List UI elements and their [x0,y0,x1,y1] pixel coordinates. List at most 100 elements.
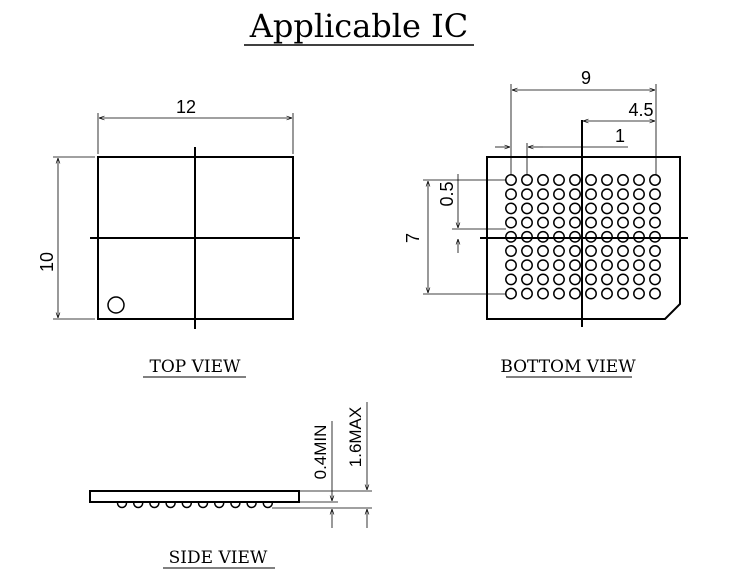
pin1-marker [107,296,125,314]
solder-ball [569,259,581,272]
solder-ball [569,230,581,243]
side-solder-ball [197,502,209,509]
solder-ball [617,188,629,201]
solder-ball [521,230,533,243]
dim-label-1: 1 [615,126,625,146]
solder-ball [617,216,629,229]
side-solder-ball [246,502,257,509]
solder-ball [585,259,597,272]
side-solder-ball [262,502,274,509]
solder-ball [649,287,661,300]
solder-ball [537,230,549,243]
solder-ball [537,202,549,215]
solder-ball [585,273,597,286]
solder-ball [585,216,597,229]
solder-ball [553,216,565,229]
side-view-body [89,490,300,503]
top-view-caption: TOP VIEW [150,357,242,377]
solder-ball [649,273,661,286]
solder-ball [617,287,629,300]
solder-ball [649,230,661,243]
solder-ball [537,188,549,201]
side-solder-ball [149,502,160,509]
bottom-view-body [486,156,681,320]
solder-ball [633,174,645,186]
solder-ball [569,174,581,186]
side-view-caption: SIDE VIEW [169,548,268,568]
solder-ball [601,202,613,215]
solder-ball [521,216,533,229]
solder-ball [633,287,645,300]
solder-ball [553,259,565,272]
solder-ball [617,202,629,215]
side-solder-ball [116,502,128,509]
solder-ball [553,174,565,186]
solder-ball [633,202,645,215]
solder-ball [585,188,597,201]
solder-ball [633,259,645,272]
solder-ball [585,287,597,300]
solder-ball [537,287,549,300]
solder-ball [521,174,533,186]
solder-ball [601,174,613,186]
top-view: 12 10 TOP VIEW [37,97,300,378]
solder-ball [617,273,629,286]
solder-ball [505,273,517,286]
solder-ball [505,202,517,215]
side-view: 0.4MIN 1.6MAX SIDE VIEW [89,402,372,569]
solder-ball [633,230,645,243]
solder-ball [649,216,661,229]
solder-ball [569,287,581,300]
solder-ball [601,188,613,201]
solder-ball [617,245,629,257]
bottom-view: 9 4.5 1 7 0.5 BOTTOM VIEW [403,68,688,378]
solder-ball [553,245,565,257]
solder-ball [537,174,549,186]
solder-ball [553,188,565,201]
side-ball-row [116,502,274,509]
solder-ball [601,230,613,243]
solder-ball [633,273,645,286]
solder-ball [505,216,517,229]
solder-ball [553,273,565,286]
dim-label-9: 9 [581,68,591,88]
solder-ball [537,216,549,229]
solder-ball [617,230,629,243]
solder-ball [521,245,533,257]
dim-label-0-5: 0.5 [437,181,457,206]
solder-ball [537,273,549,286]
solder-ball [537,245,549,257]
solder-ball [505,188,517,201]
solder-ball [537,259,549,272]
solder-ball [505,174,517,186]
dim-label-10: 10 [37,252,57,272]
solder-ball [521,259,533,272]
solder-ball [585,245,597,257]
side-solder-ball [213,502,225,509]
solder-ball [633,188,645,201]
solder-ball [649,202,661,215]
solder-ball [505,230,517,243]
solder-ball [601,259,613,272]
solder-ball [569,273,581,286]
solder-ball [521,202,533,215]
solder-ball [649,259,661,272]
side-solder-ball [165,502,176,509]
solder-ball [553,230,565,243]
dim-label-12: 12 [176,97,196,117]
solder-ball [505,245,517,257]
solder-ball [505,259,517,272]
solder-ball [601,287,613,300]
solder-ball [521,287,533,300]
solder-ball [569,202,581,215]
solder-ball [649,174,661,186]
solder-ball [601,245,613,257]
solder-ball [569,245,581,257]
solder-ball [633,216,645,229]
side-solder-ball [181,502,193,509]
dim-label-0-4min: 0.4MIN [311,425,330,480]
dim-label-4-5: 4.5 [628,100,653,120]
solder-ball [601,216,613,229]
solder-ball [649,245,661,257]
solder-ball [617,174,629,186]
